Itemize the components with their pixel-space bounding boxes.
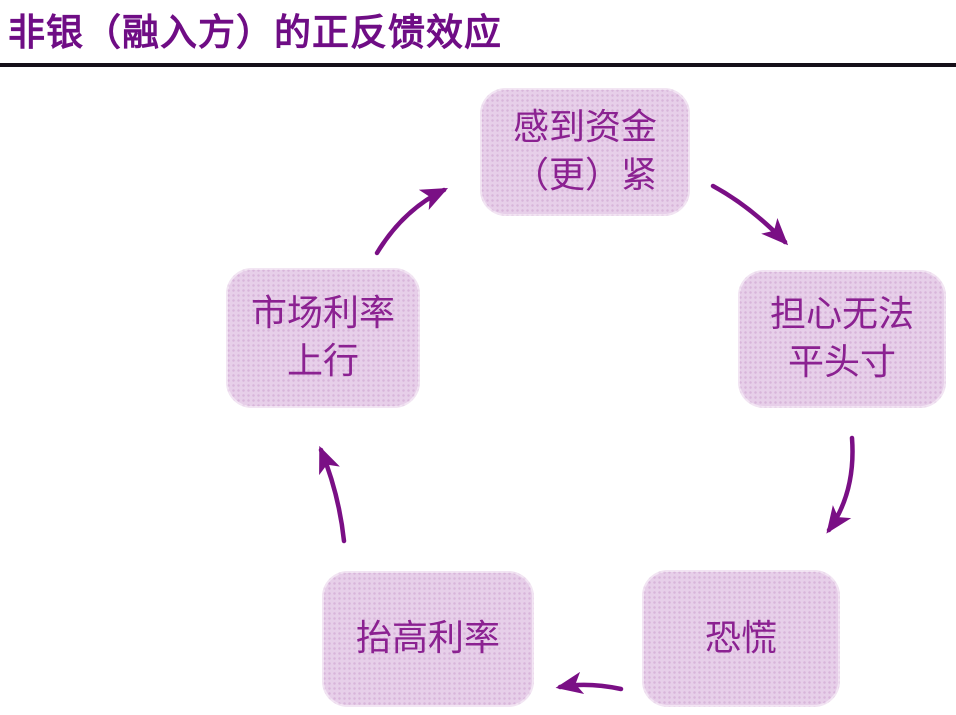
node-raise-rates: 抬高利率 (322, 571, 534, 707)
node-funds-tight: 感到资金 （更）紧 (480, 88, 690, 216)
node-worry-cannot-square: 担心无法 平头寸 (738, 270, 946, 408)
node-worry-cannot-square-line2: 平头寸 (787, 342, 896, 383)
arrow-panic-to-raise-rates (555, 671, 624, 694)
node-funds-tight-line1: 感到资金 (512, 107, 657, 148)
node-market-rates-up-line1: 市场利率 (250, 293, 395, 334)
node-funds-tight-line2: （更）紧 (512, 155, 657, 196)
arrow-worry-cannot-square-to-panic (826, 435, 855, 534)
arrow-funds-tight-to-worry-cannot-square (710, 183, 789, 246)
node-panic-line1: 恐慌 (704, 617, 777, 659)
node-panic: 恐慌 (642, 570, 840, 707)
arrow-market-rates-up-to-funds-tight (374, 187, 449, 256)
node-raise-rates-line1: 抬高利率 (355, 618, 500, 659)
arrow-raise-rates-to-market-rates-up (318, 445, 347, 544)
title-underline (0, 63, 956, 67)
page-title: 非银（融入方）的正反馈效应 (8, 10, 502, 54)
node-market-rates-up: 市场利率 上行 (226, 268, 420, 408)
node-worry-cannot-square-line1: 担心无法 (769, 294, 914, 335)
node-market-rates-up-line2: 上行 (286, 341, 359, 382)
